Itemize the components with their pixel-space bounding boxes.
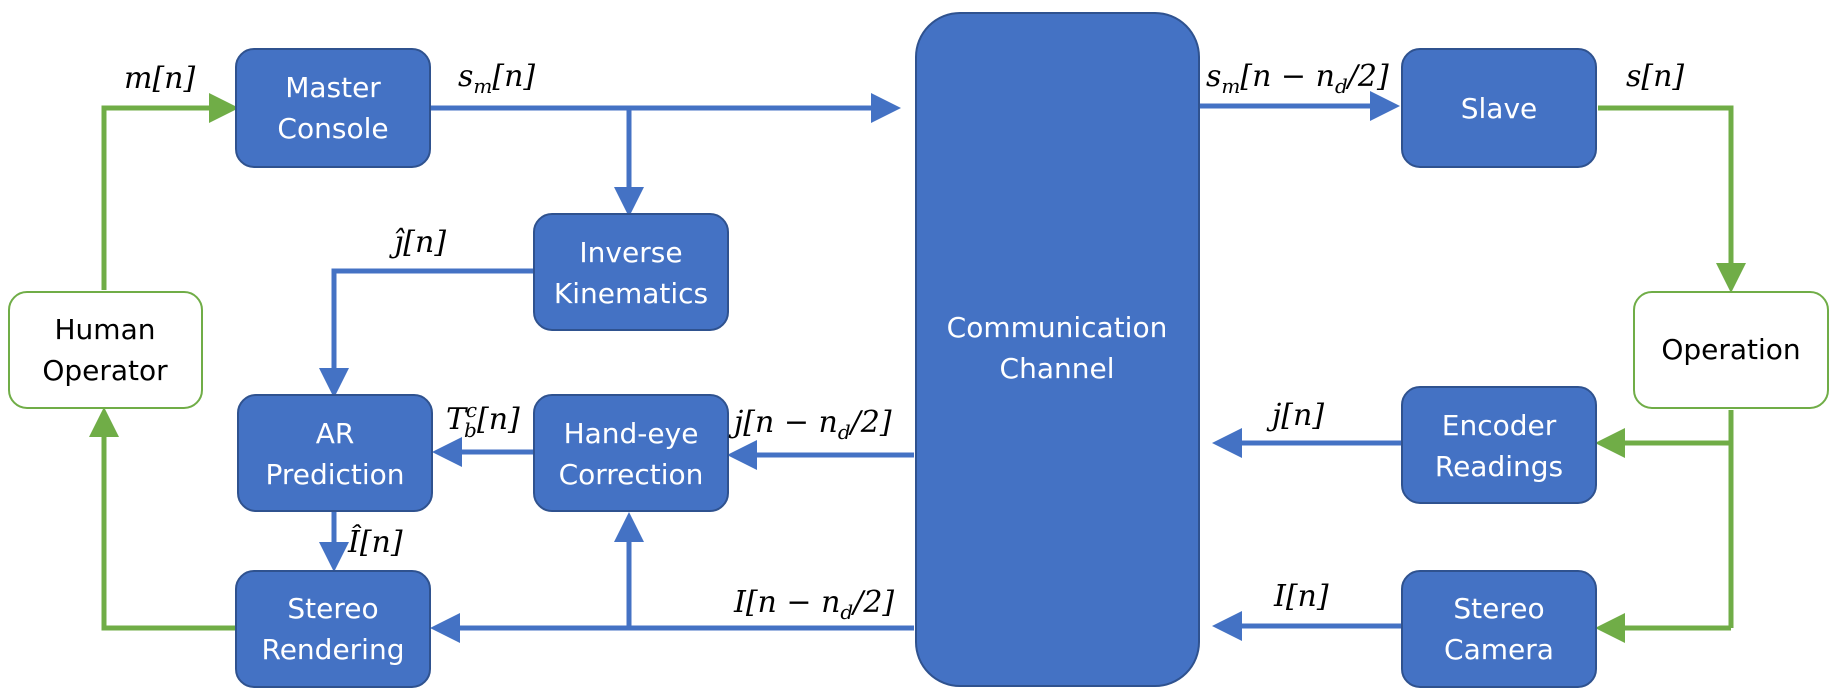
svg-text:Stereo: Stereo	[1453, 592, 1544, 625]
signal-i-delayed-label: I[n − nd/2]	[733, 585, 894, 624]
slave-block: Slave	[1401, 48, 1597, 168]
operation-block: Operation	[1633, 291, 1829, 409]
signal-j-label: j[n]	[1266, 398, 1324, 433]
hand-eye-correction-block: Hand-eye Correction	[533, 394, 729, 512]
signal-sm-delayed-label: sm[n − nd/2]	[1206, 59, 1389, 98]
stereo-camera-block: Stereo Camera	[1401, 570, 1597, 688]
svg-text:Correction: Correction	[559, 458, 704, 491]
signal-j-delayed-label: j[n − nd/2]	[728, 405, 892, 444]
signal-ihat-label: Î[n]	[347, 524, 403, 560]
svg-text:Inverse: Inverse	[579, 236, 682, 269]
communication-channel-block: Communication Channel	[915, 12, 1200, 687]
render-to-operator-arrow	[89, 407, 236, 631]
ar-prediction-block: AR Prediction	[237, 394, 433, 512]
svg-text:Operator: Operator	[42, 354, 168, 387]
operator-to-master-arrow	[101, 93, 239, 290]
signal-m-label: m[n]	[124, 61, 195, 96]
svg-text:AR: AR	[316, 417, 355, 450]
master-console-block: Master Console	[235, 48, 431, 168]
svg-text:Readings: Readings	[1435, 450, 1563, 483]
signal-i-label: I[n]	[1273, 579, 1329, 614]
signal-sm-label: sm[n]	[458, 59, 535, 98]
inverse-kinematics-block: Inverse Kinematics	[533, 213, 729, 331]
inverse-to-ar-arrow	[319, 268, 534, 398]
svg-text:Camera: Camera	[1444, 633, 1554, 666]
human-operator-block: Human Operator	[8, 291, 203, 409]
svg-text:Kinematics: Kinematics	[554, 277, 708, 310]
svg-text:Hand-eye: Hand-eye	[564, 417, 699, 450]
svg-text:Rendering: Rendering	[262, 633, 405, 666]
svg-text:Prediction: Prediction	[265, 458, 404, 491]
signal-jhat-label: ĵ[n]	[389, 225, 446, 260]
svg-text:Stereo: Stereo	[287, 592, 378, 625]
svg-text:Slave: Slave	[1461, 92, 1538, 125]
signal-s-label: s[n]	[1626, 59, 1684, 94]
svg-text:Operation: Operation	[1661, 333, 1800, 366]
svg-text:Channel: Channel	[1000, 352, 1115, 385]
svg-text:Console: Console	[277, 112, 388, 145]
stereo-rendering-block: Stereo Rendering	[235, 570, 431, 688]
svg-text:Master: Master	[285, 71, 381, 104]
svg-text:Communication: Communication	[947, 311, 1168, 344]
svg-text:Encoder: Encoder	[1442, 409, 1557, 442]
encoder-readings-block: Encoder Readings	[1401, 386, 1597, 504]
signal-tbc-label: Tbc[n]	[446, 398, 520, 442]
slave-to-operation-arrow	[1598, 105, 1746, 293]
svg-text:Human: Human	[55, 313, 156, 346]
